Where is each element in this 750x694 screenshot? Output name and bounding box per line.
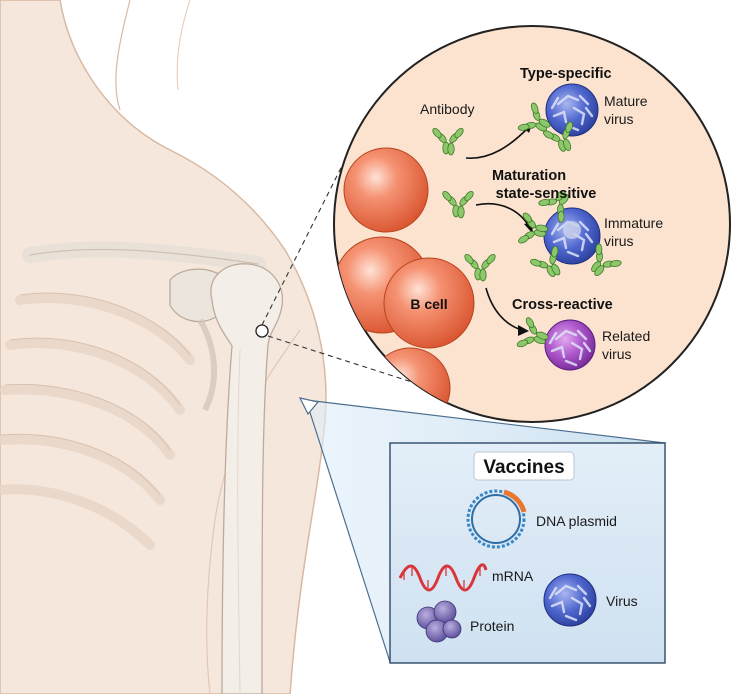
b-cell-label: B cell [410,296,447,312]
vaccines-panel: Vaccines DNA plasmid mRNA Protein [389,442,666,664]
zoom-connector-lines [261,153,463,399]
shoulder-body-illustration [0,0,327,694]
maturation-title-line2: state-sensitive [496,186,597,202]
zoom-circle: Antibody Type-specific Mature virus Matu… [333,25,731,423]
vaccines-title: Vaccines [483,457,564,478]
related-virus-label-line1: Related [602,328,650,344]
protein-icon [416,600,462,643]
binding-arrows [465,127,531,331]
maturation-title-line1: Maturation [492,168,566,184]
cross-reactive-title: Cross-reactive [512,297,613,313]
mature-virus-icon [515,83,599,158]
mature-virus-label-line1: Mature [604,93,648,109]
related-virus-label-line2: virus [602,346,632,362]
immature-virus-label-line1: Immature [604,215,663,231]
mrna-icon [398,563,488,592]
virus-icon [543,573,597,627]
virus-label: Virus [606,593,638,609]
dna-plasmid-icon [466,489,527,549]
antibody-label: Antibody [420,101,474,117]
mature-virus-label-line2: virus [604,111,634,127]
dna-plasmid-label: DNA plasmid [536,513,617,529]
immature-virus-label-line2: virus [604,233,634,249]
protein-label: Protein [470,618,514,634]
immature-virus-icon [516,181,625,286]
type-specific-title: Type-specific [520,66,612,82]
related-virus-icon [514,314,596,371]
beam-arrow-tip [298,397,320,416]
mrna-label: mRNA [492,568,534,584]
